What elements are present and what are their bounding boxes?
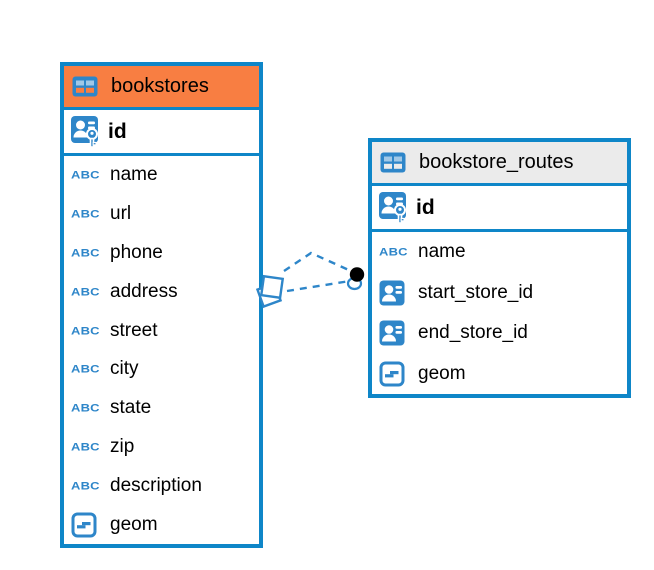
column-name: city	[110, 358, 139, 380]
column-name: geom	[418, 362, 466, 384]
column-row[interactable]: ABC address	[64, 272, 259, 312]
column-name: id	[108, 119, 127, 143]
text-icon: ABC	[71, 246, 100, 260]
column-name: id	[416, 195, 435, 219]
column-row[interactable]: geom	[372, 353, 627, 394]
relation-line-bottom	[286, 279, 351, 293]
column-name: geom	[110, 513, 158, 535]
text-icon: ABC	[71, 479, 100, 493]
column-row[interactable]: end_store_id	[372, 313, 627, 354]
relation-line-top	[283, 251, 352, 273]
column-name: state	[110, 397, 152, 419]
column-row[interactable]: ABC city	[64, 349, 259, 389]
text-icon: ABC	[71, 285, 100, 299]
text-icon: ABC	[71, 401, 100, 415]
table-title: bookstores	[111, 75, 209, 97]
column-row[interactable]: ABC url	[64, 194, 259, 234]
column-row-pk[interactable]: id	[372, 186, 627, 232]
column-name: street	[110, 319, 158, 341]
text-icon: ABC	[71, 168, 100, 182]
foreign-key-icon	[379, 320, 409, 346]
column-name: phone	[110, 241, 163, 263]
column-row[interactable]: ABC name	[372, 232, 627, 273]
table-header-bookstore-routes[interactable]: bookstore_routes	[372, 142, 627, 186]
text-icon: ABC	[71, 324, 100, 338]
relation-one-end-marker	[346, 267, 365, 291]
column-row-pk[interactable]: id	[64, 110, 259, 156]
column-name: end_store_id	[418, 322, 528, 344]
entity-table-bookstore-routes[interactable]: bookstore_routes id	[368, 138, 631, 398]
text-icon: ABC	[71, 440, 100, 454]
column-name: name	[418, 241, 466, 263]
column-name: address	[110, 280, 178, 302]
table-icon	[72, 76, 102, 97]
column-row[interactable]: ABC state	[64, 388, 259, 428]
column-name: name	[110, 164, 158, 186]
column-row[interactable]: geom	[64, 505, 259, 544]
column-name: description	[110, 474, 202, 496]
column-name: start_store_id	[418, 281, 534, 303]
column-row[interactable]: ABC zip	[64, 427, 259, 467]
geometry-icon	[71, 512, 101, 538]
text-icon: ABC	[379, 245, 408, 259]
column-name: url	[110, 203, 132, 225]
geometry-icon	[379, 361, 409, 387]
table-header-bookstores[interactable]: bookstores	[64, 66, 259, 110]
entity-table-bookstores[interactable]: bookstores id	[60, 62, 263, 548]
foreign-key-icon	[379, 280, 409, 306]
column-name: zip	[110, 435, 135, 457]
column-row[interactable]: start_store_id	[372, 272, 627, 313]
table-icon	[380, 152, 410, 173]
text-icon: ABC	[71, 362, 100, 376]
primary-key-icon	[70, 115, 100, 148]
column-row[interactable]: ABC description	[64, 466, 259, 506]
text-icon: ABC	[71, 207, 100, 221]
column-row[interactable]: ABC street	[64, 311, 259, 350]
table-title: bookstore_routes	[419, 151, 574, 173]
column-row[interactable]: ABC name	[64, 156, 259, 195]
column-row[interactable]: ABC phone	[64, 233, 259, 273]
primary-key-icon	[378, 191, 408, 224]
